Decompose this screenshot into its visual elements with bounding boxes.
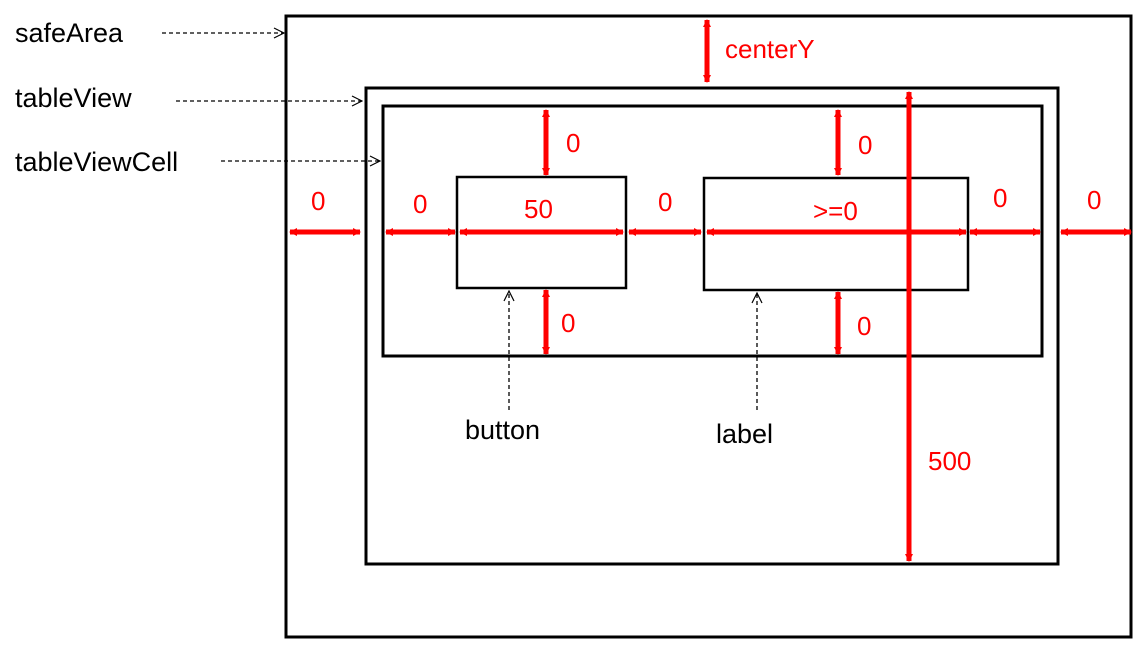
button-width-value: 50 [524, 194, 553, 224]
label-bottom-value: 0 [857, 311, 871, 341]
table-view-cell-label: tableViewCell [15, 147, 178, 177]
button-label-gap-value: 0 [658, 187, 672, 217]
table-view-cell-box [381, 104, 1044, 358]
center-y-value: centerY [725, 34, 815, 64]
safe-leading-value: 0 [311, 186, 325, 216]
cell-leading-value: 0 [413, 189, 427, 219]
constraint-arrows [289, 19, 1132, 562]
label-top-value: 0 [858, 130, 872, 160]
label-width-value: >=0 [813, 196, 858, 226]
label-caption: label [716, 419, 773, 449]
safe-area-label: safeArea [15, 18, 124, 48]
table-view-box [364, 86, 1060, 566]
button-bottom-value: 0 [561, 308, 575, 338]
button-caption: button [465, 415, 540, 445]
table-view-label: tableView [15, 83, 132, 113]
safe-area-box [284, 14, 1133, 639]
label-box [702, 176, 970, 292]
button-box [455, 175, 628, 290]
table-height-value: 500 [928, 446, 971, 476]
cell-trailing-value: 0 [993, 183, 1007, 213]
constraint-values: centerY 500 0 0 50 0 >=0 0 0 0 0 0 0 [311, 34, 1101, 476]
button-top-value: 0 [566, 128, 580, 158]
safe-trailing-value: 0 [1087, 185, 1101, 215]
